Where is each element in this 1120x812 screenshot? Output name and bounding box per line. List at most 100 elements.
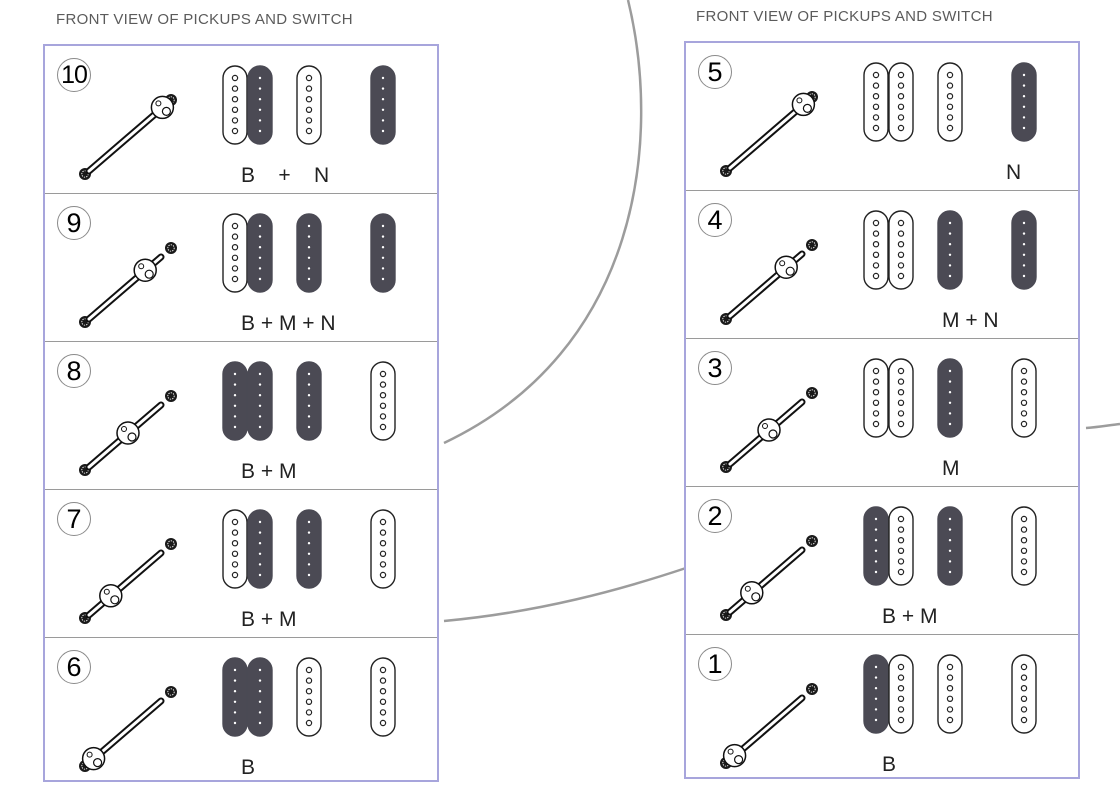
middle-pickup: [296, 361, 322, 441]
combination-label: B + M: [241, 460, 297, 483]
step-number: 8: [57, 354, 91, 388]
pickups-group: [222, 65, 396, 145]
five-way-switch: [720, 239, 818, 325]
five-way-switch: [79, 390, 177, 476]
neck-pickup: [1011, 654, 1037, 734]
bridge-inner-coil: [247, 657, 273, 737]
neck-pickup: [1011, 506, 1037, 586]
switch-knob-icon: [99, 584, 123, 608]
middle-pickup: [296, 65, 322, 145]
five-way-switch: [79, 242, 177, 328]
step-number: 1: [698, 647, 732, 681]
bridge-outer-coil: [863, 654, 889, 734]
bridge-inner-coil: [247, 65, 273, 145]
right-heading: FRONT VIEW OF PICKUPS AND SWITCH: [696, 8, 993, 25]
bridge-inner-coil: [247, 213, 273, 293]
pickups-group: [222, 213, 396, 293]
bridge-outer-coil: [863, 210, 889, 290]
diagram-row: 7 B + M: [45, 490, 437, 638]
neck-pickup: [370, 361, 396, 441]
middle-pickup: [937, 654, 963, 734]
pickups-group: [222, 657, 396, 737]
bridge-outer-coil: [222, 65, 248, 145]
combination-label: B: [882, 753, 897, 776]
middle-pickup: [296, 657, 322, 737]
middle-pickup: [937, 358, 963, 438]
switch-knob-icon: [150, 95, 175, 120]
diagram-row: 10 B + N: [45, 46, 437, 194]
combination-label: B + M + N: [241, 312, 336, 335]
top-screw-icon: [806, 683, 818, 695]
switch-knob-icon: [116, 421, 140, 445]
combination-label: B + M: [882, 605, 938, 628]
pickups-group: [863, 358, 1037, 438]
top-screw-icon: [165, 538, 177, 550]
pickups-group: [863, 506, 1037, 586]
switch-knob-icon: [81, 746, 106, 771]
combination-label: M: [942, 457, 960, 480]
top-screw-icon: [165, 686, 177, 698]
combination-label: M + N: [942, 309, 999, 332]
neck-pickup: [370, 65, 396, 145]
bridge-inner-coil: [888, 210, 914, 290]
switch-knob-icon: [133, 258, 157, 282]
step-number: 9: [57, 206, 91, 240]
pickups-group: [863, 62, 1037, 142]
step-number: 4: [698, 203, 732, 237]
switch-knob-icon: [774, 255, 798, 279]
pickups-group: [863, 210, 1037, 290]
five-way-switch: [720, 387, 818, 473]
combination-label: B + N: [241, 164, 330, 187]
switch-knob-icon: [791, 92, 816, 117]
connector-curve-right: [1085, 422, 1120, 430]
five-way-switch: [720, 91, 818, 177]
bridge-inner-coil: [888, 506, 914, 586]
connector-curve-top: [443, 0, 643, 445]
bridge-inner-coil: [888, 358, 914, 438]
left-heading: FRONT VIEW OF PICKUPS AND SWITCH: [56, 11, 353, 28]
five-way-switch: [79, 538, 177, 624]
step-number: 7: [57, 502, 91, 536]
switch-knob-icon: [757, 418, 781, 442]
diagram-row: 4 M + N: [686, 191, 1078, 339]
bridge-inner-coil: [888, 62, 914, 142]
middle-pickup: [937, 210, 963, 290]
pickups-group: [222, 361, 396, 441]
bridge-inner-coil: [247, 509, 273, 589]
top-screw-icon: [165, 390, 177, 402]
bridge-outer-coil: [222, 657, 248, 737]
step-number: 5: [698, 55, 732, 89]
bridge-outer-coil: [863, 62, 889, 142]
five-way-switch: [720, 535, 818, 621]
combination-label: N: [1006, 161, 1022, 184]
diagram-row: 8 B + M: [45, 342, 437, 490]
combination-label: B + M: [241, 608, 297, 631]
bridge-outer-coil: [222, 361, 248, 441]
diagram-row: 9 B + M + N: [45, 194, 437, 342]
pickups-group: [222, 509, 396, 589]
step-number: 10: [57, 58, 91, 92]
five-way-switch: [79, 686, 177, 772]
middle-pickup: [937, 506, 963, 586]
connector-curve-middle: [443, 566, 687, 623]
top-screw-icon: [806, 239, 818, 251]
bridge-outer-coil: [222, 509, 248, 589]
top-screw-icon: [165, 242, 177, 254]
top-screw-icon: [806, 535, 818, 547]
neck-pickup: [1011, 210, 1037, 290]
neck-pickup: [370, 657, 396, 737]
switch-knob-icon: [722, 743, 747, 768]
pickups-group: [863, 654, 1037, 734]
switch-knob-icon: [740, 581, 764, 605]
middle-pickup: [296, 213, 322, 293]
bridge-inner-coil: [247, 361, 273, 441]
step-number: 6: [57, 650, 91, 684]
bridge-outer-coil: [863, 358, 889, 438]
